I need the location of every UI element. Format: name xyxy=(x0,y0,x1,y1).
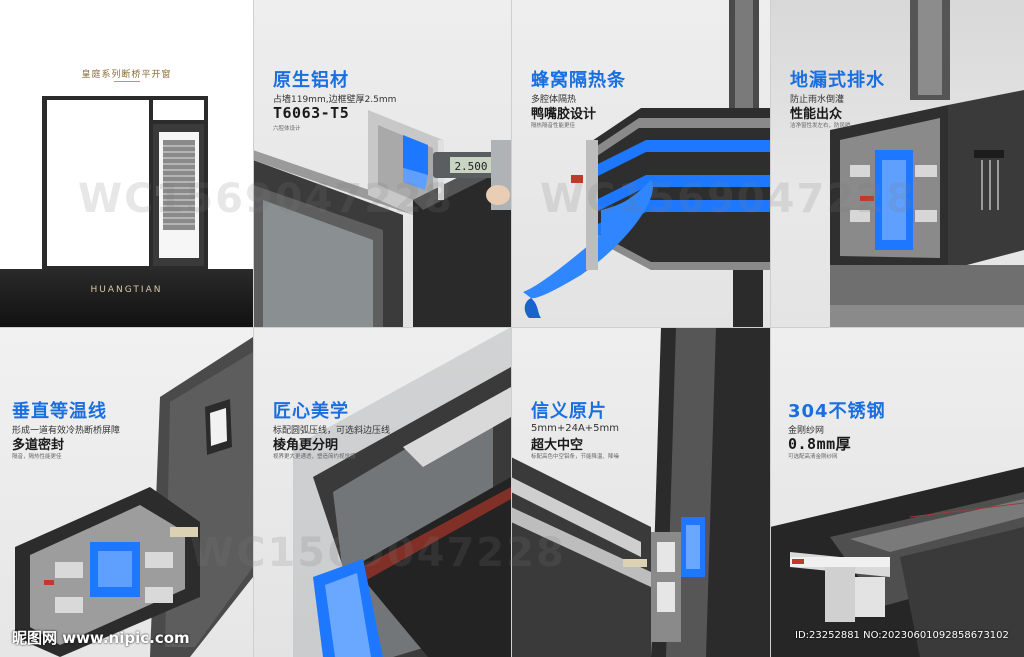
title-underline xyxy=(114,81,140,82)
window-illustration xyxy=(42,96,208,270)
feature-note: 隔热隔音性能更佳 xyxy=(531,123,576,129)
feature-title: 原生铝材 xyxy=(273,70,349,91)
feature-title: 地漏式排水 xyxy=(790,70,885,91)
feature-title: 304不锈钢 xyxy=(788,401,886,422)
feature-subtitle: 金刚纱网 xyxy=(788,426,825,436)
feature-note: 可选配高清金刚纱网 xyxy=(788,454,838,460)
feature-note: 视界更大更通透，塑造简约视觉感 xyxy=(273,454,356,460)
column-divider xyxy=(511,0,512,657)
column-divider xyxy=(770,0,771,657)
feature-title: 匠心美学 xyxy=(273,401,349,422)
panel-screen: 304不锈钢 金刚纱网 0.8mm厚 可选配高清金刚纱网 xyxy=(770,327,1024,657)
floor-band xyxy=(0,269,253,327)
feature-title: 蜂窝隔热条 xyxy=(531,70,626,91)
aesthetics-illustration xyxy=(293,327,511,657)
feature-note: 洁净窗性发左右，防风哨 xyxy=(790,123,851,129)
feature-title: 信义原片 xyxy=(531,401,607,422)
watermark: WC1569047228 xyxy=(190,530,566,576)
isotherm-illustration xyxy=(15,337,253,657)
panel-isotherm: 垂直等温线 形成一道有效冷热断桥屏障 多道密封 隔音，隔热性能更佳 xyxy=(0,327,253,657)
site-watermark: 昵图网 www.nipic.com xyxy=(12,629,190,647)
column-divider xyxy=(253,0,254,657)
panel-aesthetics: 匠心美学 标配圆弧压线，可选斜边压线 棱角更分明 视界更大更通透，塑造简约视觉感 xyxy=(253,327,511,657)
feature-highlight: 棱角更分明 xyxy=(273,438,339,453)
series-title: 皇庭系列断桥平开窗 xyxy=(81,70,172,80)
watermark: WC1569047228 xyxy=(78,176,454,222)
feature-highlight: 性能出众 xyxy=(790,107,843,122)
panel-glass: 信义原片 5mm+24A+5mm 超大中空 标配高色中空铝条，节能降温、降噪 xyxy=(511,327,770,657)
feature-highlight: 超大中空 xyxy=(531,438,584,453)
panel-insulation-strip: 蜂窝隔热条 多腔体隔热 鸭嘴胶设计 隔热隔音性能更佳 xyxy=(511,0,770,327)
screen-illustration xyxy=(770,467,1024,657)
row-divider xyxy=(0,327,1024,328)
insulation-strip-illustration xyxy=(523,0,770,327)
feature-note: 标配高色中空铝条，节能降温、降噪 xyxy=(531,454,620,460)
aluminum-profile-illustration: 2.500 xyxy=(253,110,511,327)
feature-highlight: T6063-T5 xyxy=(273,104,350,122)
feature-note: 隔音，隔热性能更佳 xyxy=(12,454,62,460)
feature-highlight: 鸭嘴胶设计 xyxy=(531,107,597,122)
feature-note: 六腔体设计 xyxy=(273,126,301,132)
feature-subtitle: 标配圆弧压线，可选斜边压线 xyxy=(273,426,391,436)
panel-window-overview: 皇庭系列断桥平开窗 HUANGTIAN xyxy=(0,0,253,327)
watermark: WC1569047228 xyxy=(540,176,916,222)
panel-aluminum: 2.500 原生铝材 占墙119mm,边框壁厚2.5mm T6063-T5 六腔… xyxy=(253,0,511,327)
feature-subtitle: 防止雨水倒灌 xyxy=(790,95,845,105)
feature-title: 垂直等温线 xyxy=(12,401,107,422)
feature-subtitle: 形成一道有效冷热断桥屏障 xyxy=(12,426,121,436)
panel-drainage: 地漏式排水 防止雨水倒灌 性能出众 洁净窗性发左右，防风哨 xyxy=(770,0,1024,327)
feature-subtitle: 占墙119mm,边框壁厚2.5mm xyxy=(273,95,397,105)
feature-subtitle: 多腔体隔热 xyxy=(531,95,577,105)
caliper-readout: 2.500 xyxy=(454,160,487,173)
feature-subtitle: 5mm+24A+5mm xyxy=(531,423,620,434)
drainage-illustration xyxy=(830,0,1024,327)
glass-illustration xyxy=(511,327,770,657)
feature-highlight: 0.8mm厚 xyxy=(788,435,852,453)
image-id: ID:23252881 NO:20230601092858673102 xyxy=(795,630,1009,641)
brand-label: HUANGTIAN xyxy=(90,285,163,295)
feature-highlight: 多道密封 xyxy=(12,438,65,453)
